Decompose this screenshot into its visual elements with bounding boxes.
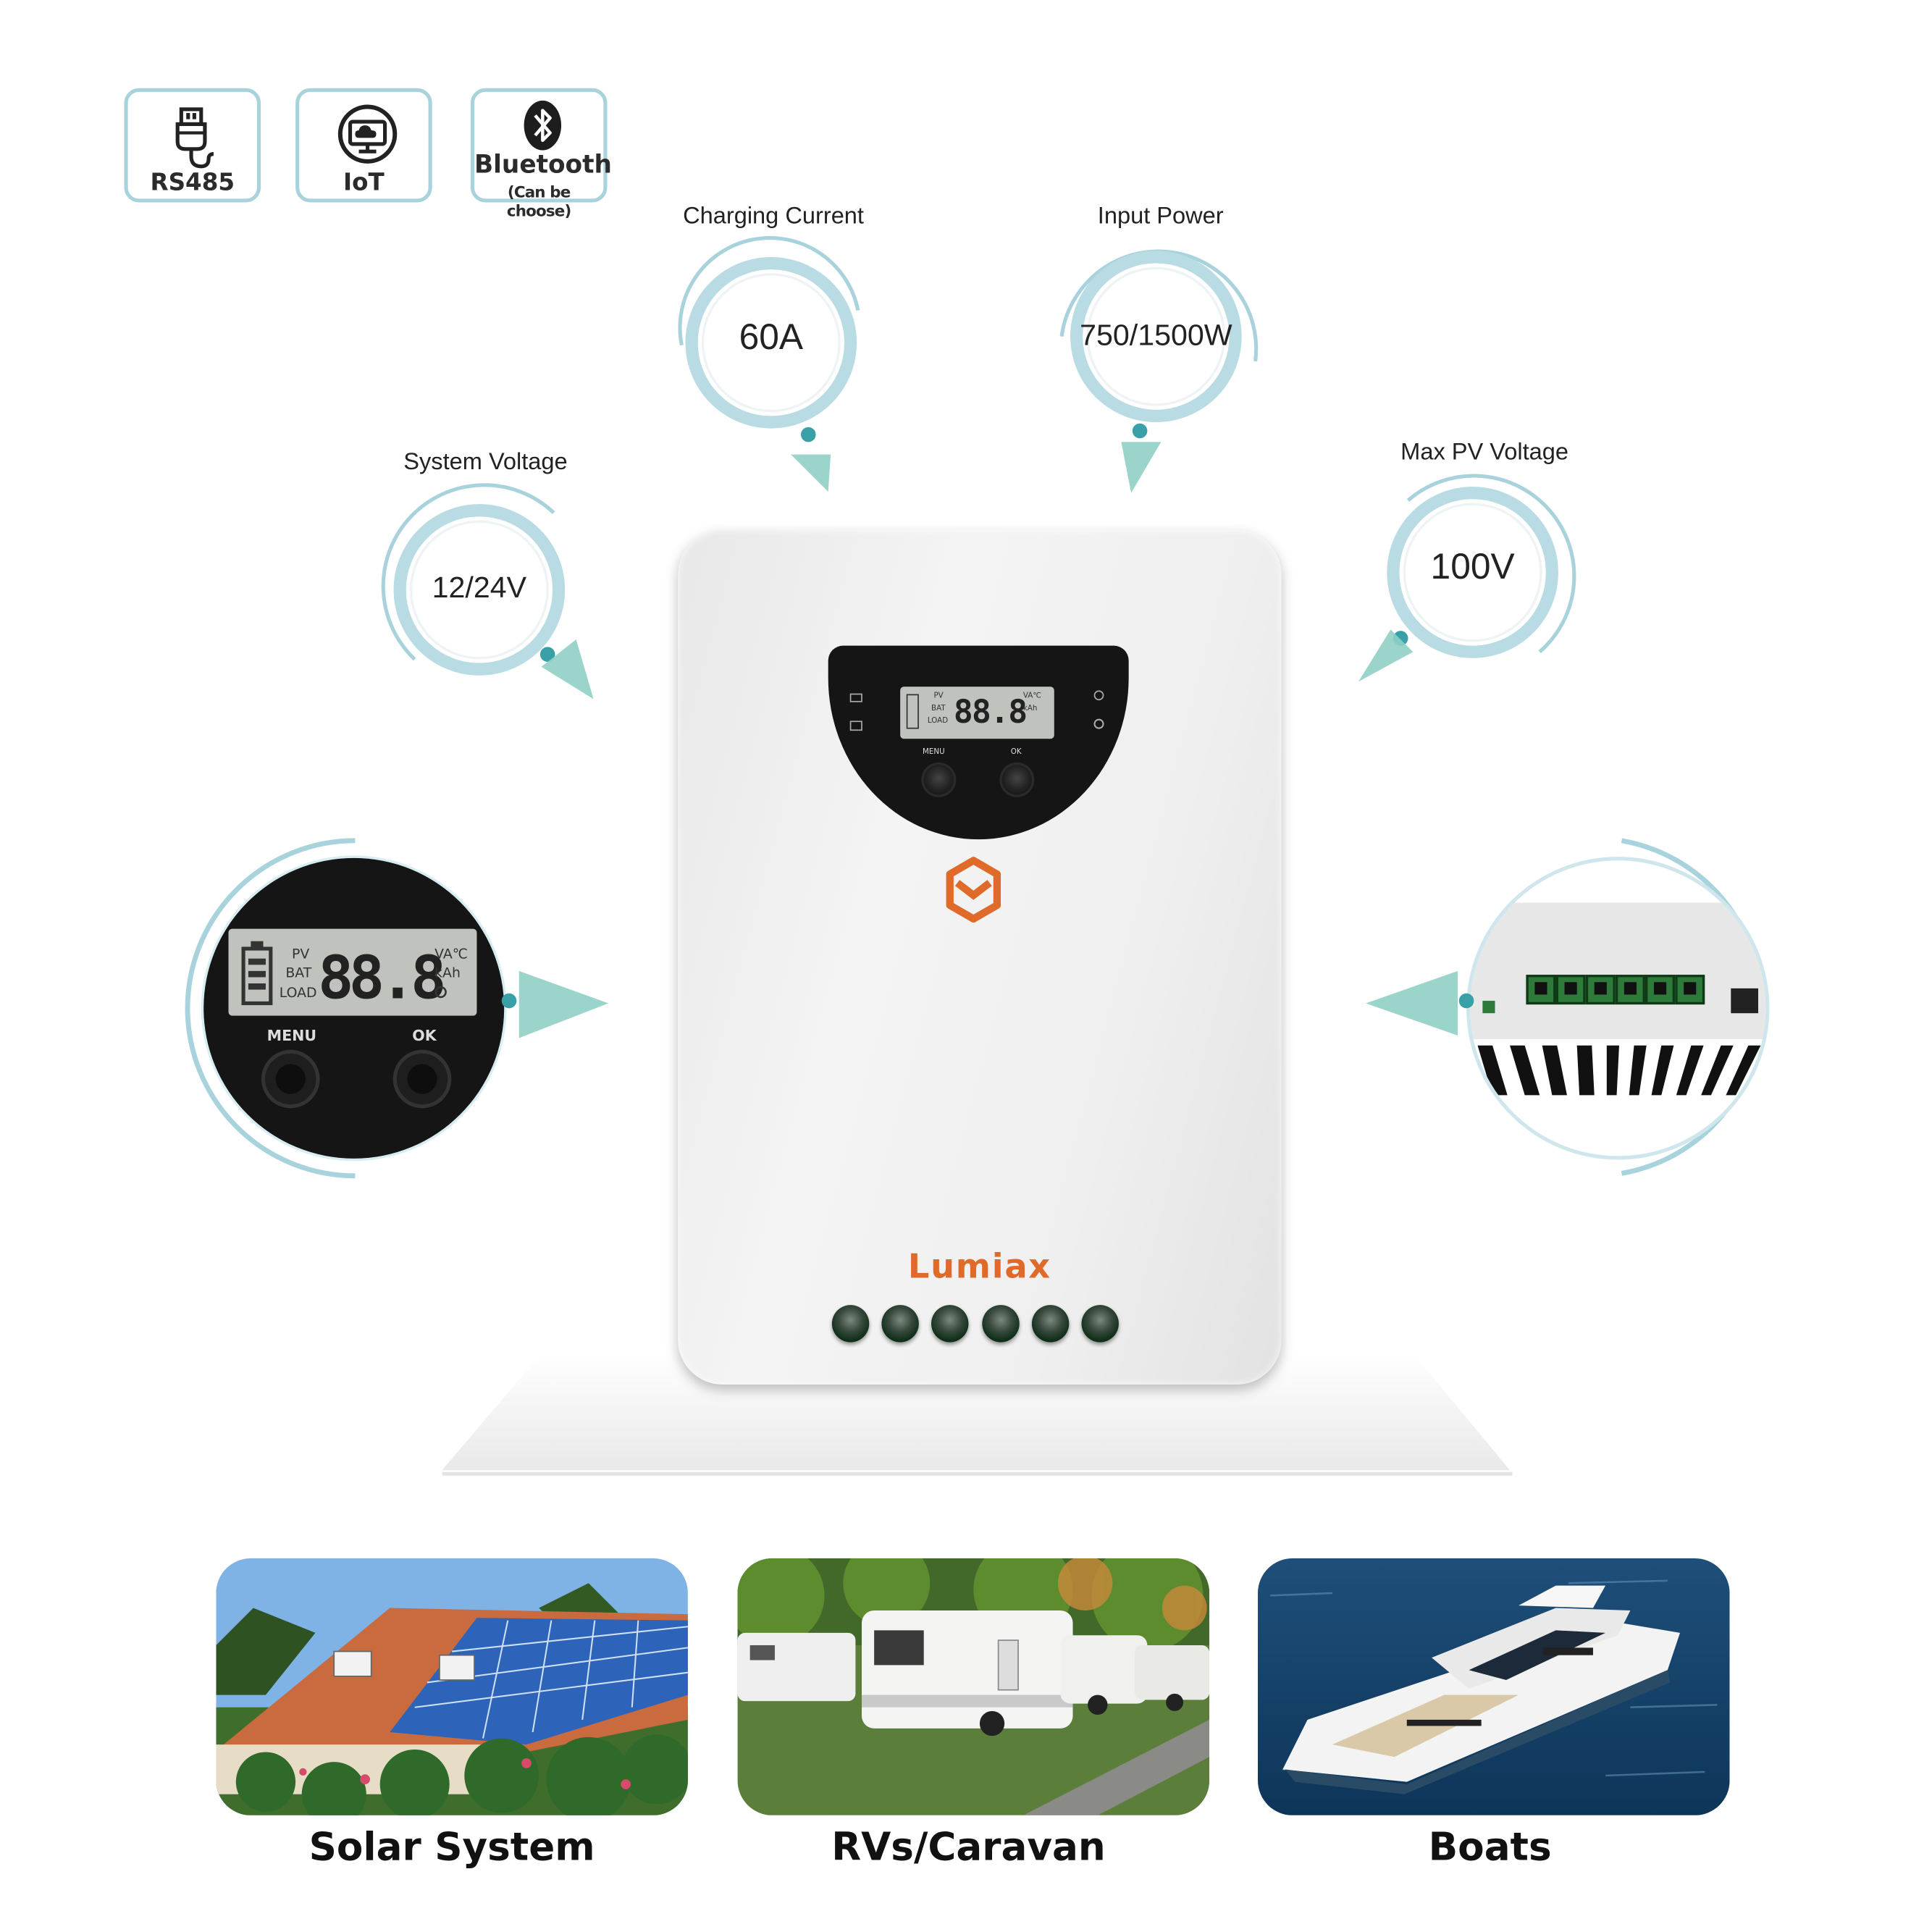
boats-image	[1257, 1558, 1730, 1815]
usb-connector-icon	[128, 102, 257, 169]
system-voltage-dial: 12/24V	[380, 483, 594, 742]
svg-text:OK: OK	[412, 1027, 437, 1044]
iot-badge: IoT	[295, 88, 432, 203]
svg-text:BAT: BAT	[285, 965, 311, 980]
cable-gland-2	[881, 1305, 919, 1343]
iot-label: IoT	[343, 169, 385, 196]
input-power-dial: 750/1500W	[1057, 240, 1259, 493]
panel-right-icons	[1093, 690, 1104, 729]
system-voltage-title: System Voltage	[403, 449, 568, 476]
menu-label: MENU	[923, 747, 945, 757]
cable-gland-4	[982, 1305, 1020, 1343]
solar-system-title: Solar System	[308, 1825, 595, 1870]
lcd-unit-kah: kAh	[1022, 704, 1038, 713]
svg-text:kAh: kAh	[434, 965, 461, 980]
input-power-title: Input Power	[1097, 203, 1224, 230]
charging-current-value: 60A	[739, 317, 804, 358]
bluetooth-badge: Bluetooth (Can be choose)	[470, 88, 612, 220]
terminal-detail-zoom	[1366, 838, 1770, 1176]
rs485-label: RS485	[150, 169, 235, 196]
panel-detail-zoom: PV BAT LOAD 88.8 VA℃ kAh MENU OK	[185, 838, 609, 1179]
cable-gland-5	[1031, 1305, 1070, 1343]
brand-name: Lumiax	[907, 1248, 1051, 1287]
max-pv-voltage-value: 100V	[1430, 547, 1515, 588]
cable-gland-1	[831, 1305, 870, 1343]
battery-icon	[906, 694, 919, 729]
cable-gland-3	[931, 1305, 969, 1343]
lcd-screen: PV BAT LOAD 88.8 VA℃ kAh	[900, 686, 1054, 739]
lcd-bat: BAT	[931, 704, 946, 713]
svg-text:PV: PV	[292, 946, 309, 962]
ok-label: OK	[1010, 747, 1022, 757]
rv-caravan-image	[737, 1558, 1210, 1815]
bluetooth-sublabel: (Can be choose)	[506, 182, 571, 220]
control-panel: PV BAT LOAD 88.8 VA℃ kAh MENU OK	[828, 645, 1129, 840]
bluetooth-label: Bluetooth	[474, 148, 612, 179]
boats-title: Boats	[1428, 1825, 1552, 1870]
max-pv-voltage-title: Max PV Voltage	[1400, 440, 1569, 466]
rs485-badge: RS485	[124, 88, 261, 203]
system-voltage-value: 12/24V	[432, 571, 527, 605]
svg-text:VA℃: VA℃	[434, 946, 468, 962]
rv-caravan-title: RVs/Caravan	[831, 1825, 1106, 1870]
charging-current-dial: 60A	[672, 236, 870, 495]
svg-text:LOAD: LOAD	[280, 985, 317, 1001]
charging-current-title: Charging Current	[683, 203, 865, 230]
cable-gland-6	[1081, 1305, 1119, 1343]
lcd-digits: 88.8	[953, 694, 1028, 731]
ok-button[interactable]	[1001, 765, 1032, 795]
solar-system-image	[216, 1558, 688, 1815]
bluetooth-icon	[474, 99, 603, 151]
max-pv-voltage-dial: 100V	[1358, 474, 1576, 724]
lumiax-logo-icon	[946, 857, 1001, 923]
svg-text:88.8: 88.8	[318, 944, 443, 1013]
menu-button[interactable]	[923, 765, 954, 795]
solar-charge-controller: PV BAT LOAD 88.8 VA℃ kAh MENU OK Lumiax	[678, 530, 1282, 1385]
lcd-pv: PV	[933, 692, 944, 701]
input-power-value: 750/1500W	[1080, 319, 1232, 353]
svg-text:MENU: MENU	[267, 1027, 316, 1044]
lcd-unit-va: VA℃	[1022, 692, 1041, 701]
lcd-load: LOAD	[927, 716, 949, 726]
panel-left-icons	[849, 693, 862, 731]
cloud-monitor-icon	[299, 102, 428, 164]
